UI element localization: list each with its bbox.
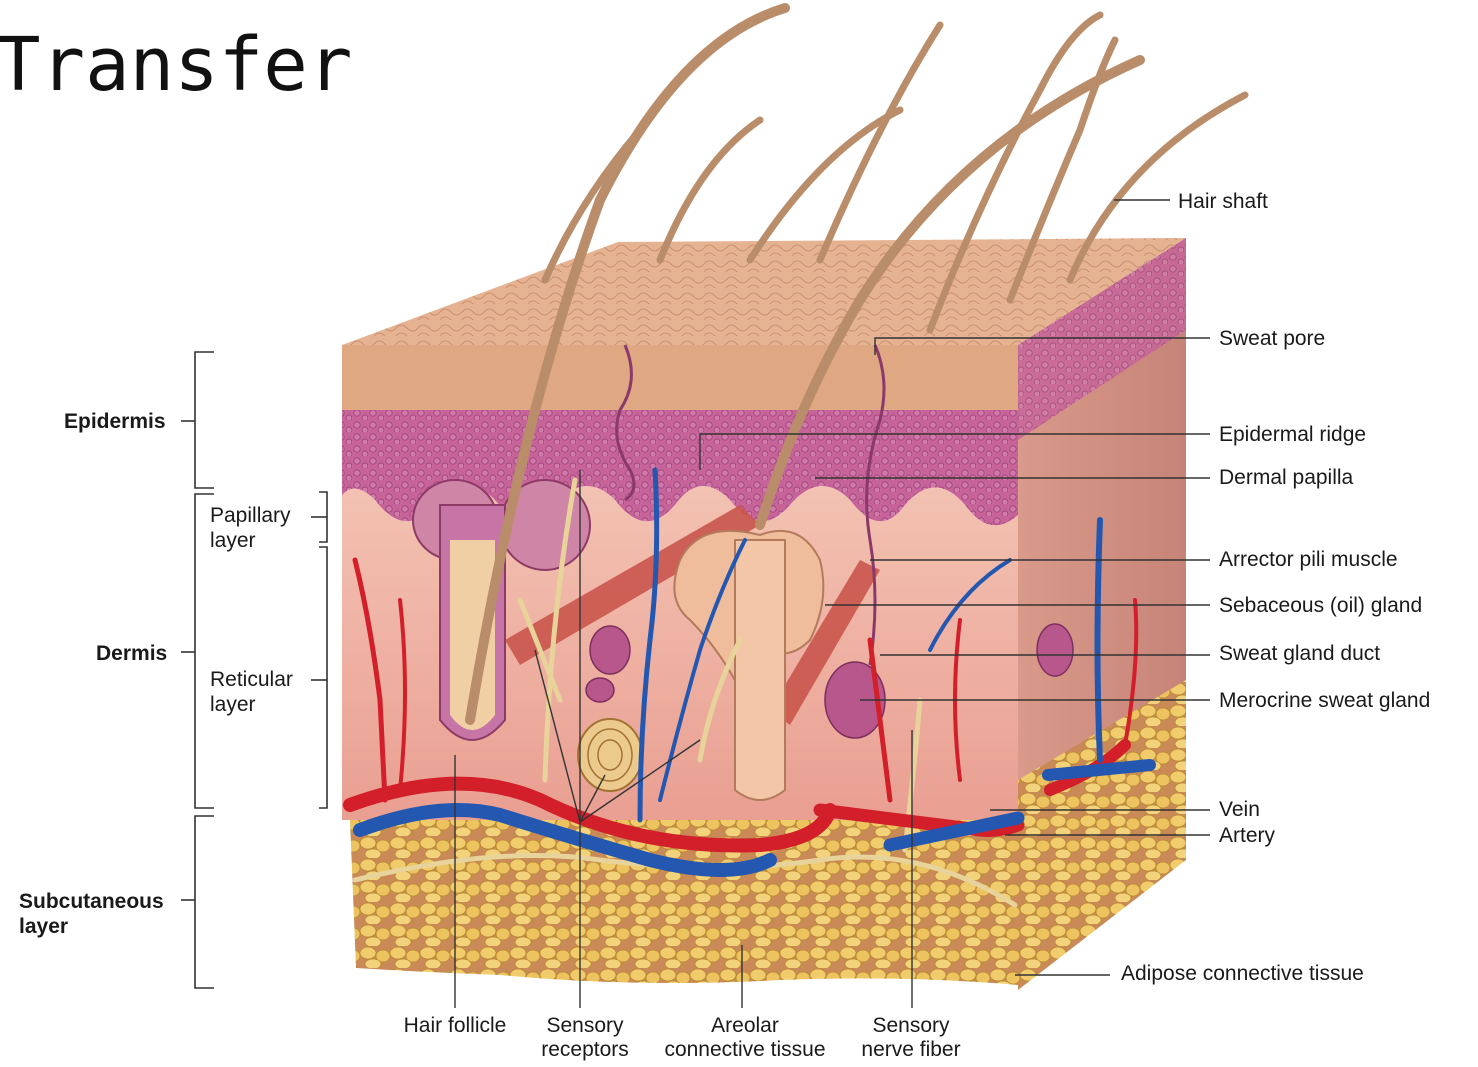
- label-epidermal-ridge: Epidermal ridge: [1219, 422, 1366, 447]
- label-merocrine-sweat-gland: Merocrine sweat gland: [1219, 688, 1430, 713]
- label-arrector-pili-muscle: Arrector pili muscle: [1219, 547, 1398, 572]
- label-areolar-connective-tissue-2: connective tissue: [650, 1037, 840, 1062]
- label-artery: Artery: [1219, 823, 1275, 848]
- label-subcutaneous-layer-2: layer: [19, 914, 68, 939]
- label-papillary-layer-2: layer: [210, 528, 256, 553]
- hair-root-center: [735, 540, 785, 800]
- label-papillary-layer-1: Papillary: [210, 503, 291, 528]
- label-subcutaneous-layer-1: Subcutaneous: [19, 889, 164, 914]
- label-sweat-pore: Sweat pore: [1219, 326, 1325, 351]
- label-reticular-layer-1: Reticular: [210, 667, 293, 692]
- label-sebaceous-gland: Sebaceous (oil) gland: [1219, 593, 1422, 618]
- label-sensory-nerve-fiber-2: nerve fiber: [850, 1037, 972, 1062]
- label-hair-shaft: Hair shaft: [1178, 189, 1268, 214]
- label-sensory-receptors-1: Sensory: [530, 1013, 640, 1038]
- label-reticular-layer-2: layer: [210, 692, 256, 717]
- label-dermis: Dermis: [96, 641, 167, 666]
- label-sensory-nerve-fiber-1: Sensory: [850, 1013, 972, 1038]
- label-vein: Vein: [1219, 797, 1260, 822]
- page-heading: Transfer: [0, 20, 352, 110]
- label-areolar-connective-tissue-1: Areolar: [650, 1013, 840, 1038]
- stratum-corneum: [342, 345, 1018, 410]
- label-dermal-papilla: Dermal papilla: [1219, 465, 1353, 490]
- label-sweat-gland-duct: Sweat gland duct: [1219, 641, 1380, 666]
- label-epidermis: Epidermis: [64, 409, 166, 434]
- label-sensory-receptors-2: receptors: [530, 1037, 640, 1062]
- lamellated-corpuscle: [578, 719, 642, 791]
- label-adipose-connective-tissue: Adipose connective tissue: [1121, 961, 1364, 986]
- label-hair-follicle: Hair follicle: [395, 1013, 515, 1038]
